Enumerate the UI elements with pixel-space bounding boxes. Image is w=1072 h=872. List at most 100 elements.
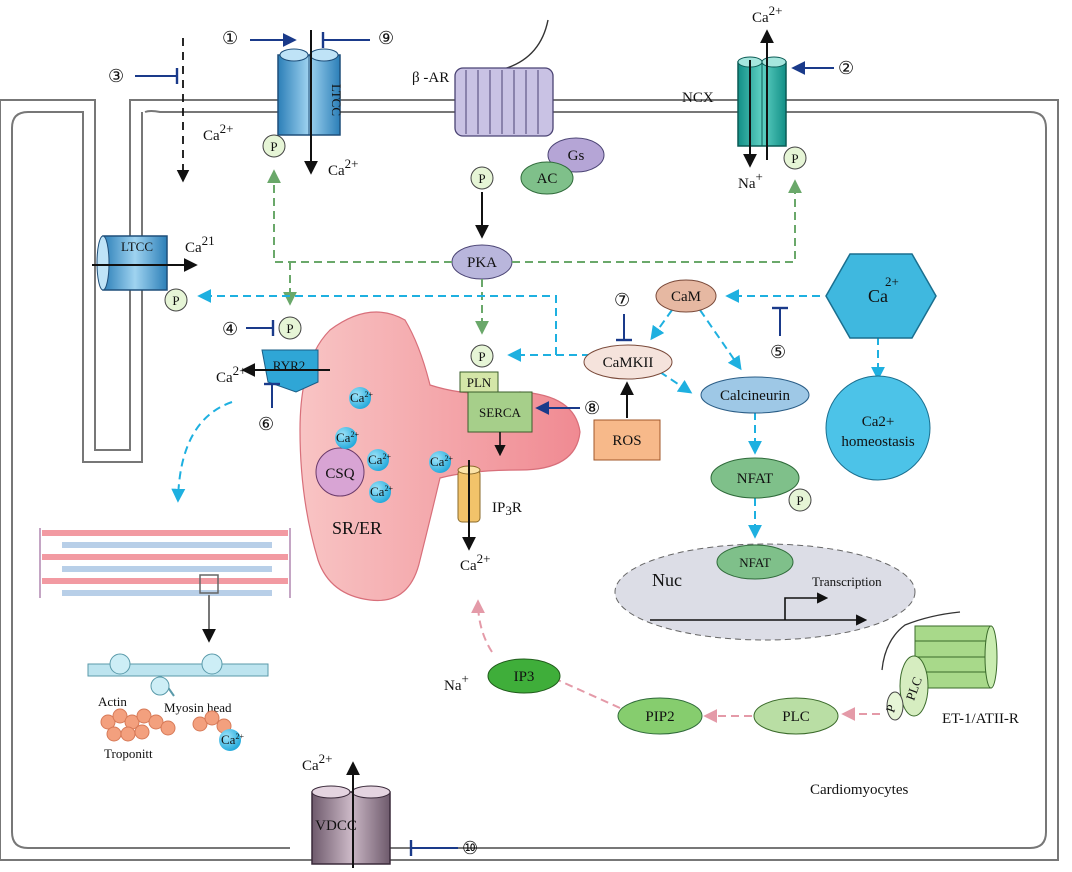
marker-7: ⑦ [614,290,630,310]
svg-text:Ca2+: Ca2+ [862,414,895,430]
vdcc-ca-label: Ca2+ [302,751,333,774]
ncx-na-label: Na+ [738,169,763,192]
svg-text:P: P [478,349,485,364]
p-ltcc-left: P [164,288,188,312]
svg-text:Calcineurin: Calcineurin [720,388,790,404]
marker-6: ⑥ [258,414,274,434]
svg-text:CSQ: CSQ [325,466,354,482]
ca-ion: Ca2+ [429,451,453,473]
svg-text:CaM: CaM [671,289,701,305]
svg-text:2+: 2+ [885,274,899,289]
svg-text:Ca2+: Ca2+ [221,732,244,747]
svg-text:PIP2: PIP2 [645,709,674,725]
calcium-hexagon: Ca 2+ [825,253,937,339]
ip3r-label: IP3R [492,500,522,518]
ryr2-ca-label: Ca2+ [216,363,247,386]
ac-enzyme: AC [520,161,574,195]
beta-ar-label: β -AR [412,70,449,86]
nucleus-label: Nuc [652,570,682,590]
svg-text:P: P [478,171,485,186]
svg-text:Ca2+: Ca2+ [430,454,453,469]
csq-node: CSQ [315,447,365,497]
svg-text:ROS: ROS [612,433,641,449]
marker-5: ⑤ [770,342,786,362]
svg-text:PLN: PLN [467,375,492,390]
p-ryr2: P [278,316,302,340]
gs-protein: Gs [547,137,605,173]
troponin-label: Troponitt [104,746,153,761]
p-beta-ar: P [470,166,494,190]
svg-text:Ca: Ca [868,286,888,306]
troponin-cluster [100,708,232,742]
ip3-node: IP3 [487,658,561,694]
svg-text:AC: AC [537,171,558,187]
nfat-nuclear: NFAT [716,544,794,580]
ltcc-top-ca-label: Ca2+ [328,156,359,179]
ncx-label: NCX [682,90,714,106]
p-receptor: P [882,691,904,721]
calcineurin-node: Calcineurin [700,376,810,414]
vdcc-label: VDCC [315,818,357,834]
svg-text:P: P [791,151,798,166]
plc-membrane: PLC [899,655,929,717]
marker-1: ① [222,28,238,48]
ca-ion: Ca2+ [349,387,373,409]
p-pln: P [470,344,494,368]
receptor-label: ET-1/ATII-R [942,711,1019,727]
pip2-node: PIP2 [617,697,703,735]
ros-box: ROS [593,419,661,461]
svg-text:Ca2+: Ca2+ [350,390,373,405]
marker-3: ③ [108,66,124,86]
marker-2: ② [838,58,854,78]
svg-text:homeostasis: homeostasis [841,434,914,450]
marker-10: ⑩ [462,838,478,858]
transcription-arrow: Transcription [650,574,882,626]
myofibril [39,528,291,598]
svg-text:CaMKII: CaMKII [603,355,654,371]
ltcc-left-label: LTCC [121,239,153,254]
ip3r-ca-label: Ca2+ [460,551,491,574]
svg-text:P: P [286,321,293,336]
svg-text:NFAT: NFAT [739,555,771,570]
svg-text:PKA: PKA [467,255,497,271]
svg-text:P: P [882,702,899,714]
myosin-head-label: Myosin head [164,700,232,715]
p-ncx: P [783,146,807,170]
ltcc-top-label: LTCC [329,84,344,116]
pka-node: PKA [451,244,513,280]
svg-text:Ca2+: Ca2+ [368,452,391,467]
ltcc-channel-left: LTCC [96,235,168,291]
p-nfat: P [788,488,812,512]
sr-calcium-ions: Ca2+ Ca2+ Ca2+ Ca2+ Ca2+ [335,387,453,503]
nfat-cytosol: NFAT [710,457,800,499]
ca-ion: Ca2+ [367,449,391,471]
ca-ion: Ca2+ [369,481,393,503]
beta-ar-receptor: β -AR [412,19,554,137]
svg-text:IP3: IP3 [514,669,535,685]
ca-ion: Ca2+ [335,427,359,449]
svg-text:P: P [796,493,803,508]
svg-text:SERCA: SERCA [479,405,522,420]
actin-label: Actin [98,694,127,709]
ca-ion-myofibril: Ca2+ [219,729,244,751]
svg-text:Ca2+: Ca2+ [336,430,359,445]
cam-node: CaM [655,279,717,313]
ca-label-tubule: Ca2+ [203,121,234,144]
plc-node: PLC [753,697,839,735]
ltcc-channel-top: LTCC [277,48,344,136]
cell-membrane [0,99,1059,861]
cardiomyocytes-label: Cardiomyocytes [810,782,908,798]
serca-pump: SERCA [467,391,533,433]
svg-text:Gs: Gs [568,148,585,164]
svg-text:P: P [270,139,277,154]
marker-4: ④ [222,319,238,339]
nucleus: Nuc [614,543,916,641]
pka-green-paths [267,169,802,335]
svg-text:PLC: PLC [782,709,810,725]
svg-text:NFAT: NFAT [737,471,773,487]
calcium-homeostasis-node: Ca2+ homeostasis [825,375,931,481]
vdcc-channel: VDCC [311,785,391,865]
transcription-label: Transcription [812,574,882,589]
pln-box: PLN [459,371,499,393]
marker-9: ⑨ [378,28,394,48]
